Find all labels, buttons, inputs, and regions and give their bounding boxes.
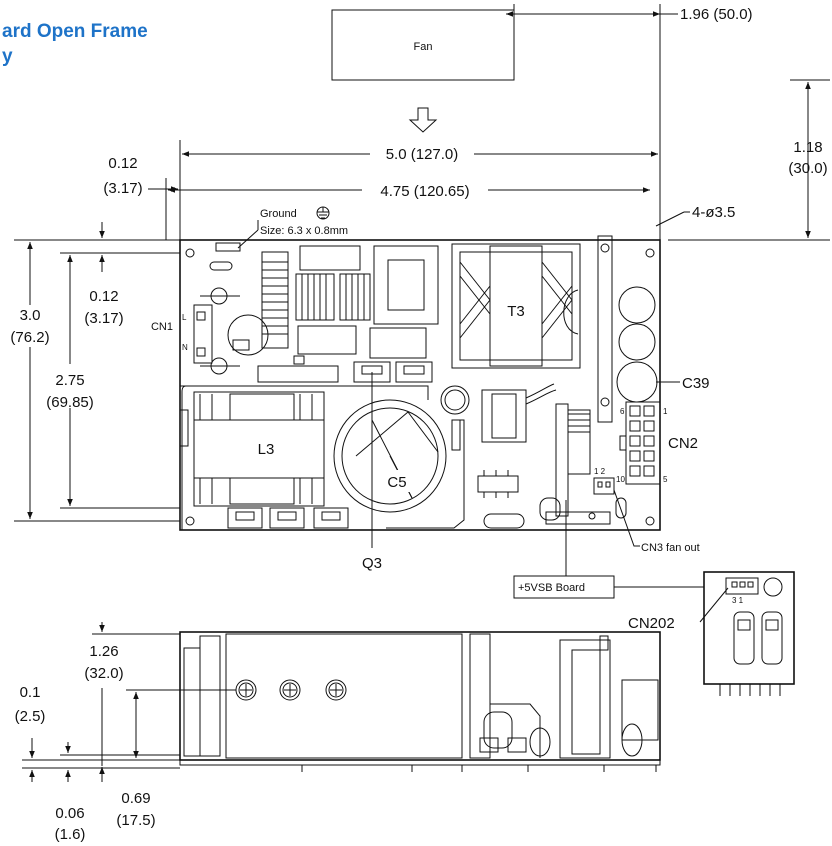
fan-outline: Fan (331, 9, 515, 81)
fan-gap-mm: (30.0) (788, 160, 827, 177)
fan-offset-dimension: 1.96 (50.0) (506, 4, 753, 240)
screw-height-label: 0.69 (121, 790, 150, 807)
screw-height-mm: (17.5) (116, 812, 155, 829)
ground-label: Ground (260, 208, 297, 220)
hole-offset-x-label: 0.12 (108, 155, 137, 172)
standoff-dimension: 0.06 (1.6) (55, 742, 180, 843)
hole-offset-x-dimension: 0.12 (3.17) (103, 155, 178, 197)
mount-holes-label: 4-ø3.5 (692, 204, 735, 221)
width-overall-label: 5.0 (127.0) (386, 146, 459, 163)
l3-label: L3 (258, 441, 275, 458)
vsb-board-detail: 3 1 CN202 (628, 571, 795, 696)
cn2-label: CN2 (668, 435, 698, 452)
cn3-pin-labels: 1 2 (594, 467, 606, 476)
cn2-pin-6: 6 (620, 407, 625, 416)
side-height-mm: (32.0) (84, 665, 123, 682)
pcb-top-view: L N CN1 (151, 235, 710, 572)
screw-icon (325, 679, 347, 701)
cn1-label: CN1 (151, 321, 173, 333)
cn3-label: CN3 fan out (641, 542, 700, 554)
cn2-pin-1: 1 (663, 407, 668, 416)
cn202-label: CN202 (628, 615, 675, 632)
vsb-board-label: +5VSB Board (518, 582, 585, 594)
drawing-title-line1: ard Open Frame (2, 21, 148, 42)
hole-spacing-y-label: 2.75 (55, 372, 84, 389)
height-overall-label: 3.0 (20, 307, 41, 324)
ground-callout: Ground Size: 6.3 x 0.8mm (237, 206, 348, 249)
hole-spacing-y-mm: (69.85) (46, 394, 94, 411)
pcb-thickness-label: 0.1 (20, 684, 41, 701)
screw-icon (235, 679, 257, 701)
hole-offset-x-mm: (3.17) (103, 180, 142, 197)
standoff-mm: (1.6) (55, 826, 86, 843)
ground-size-label: Size: 6.3 x 0.8mm (260, 225, 348, 237)
height-overall-mm: (76.2) (10, 329, 49, 346)
pcb-thickness-mm: (2.5) (15, 708, 46, 725)
fan-label: Fan (414, 41, 433, 53)
cn202-pin-labels: 3 1 (732, 596, 744, 605)
vsb-board-callout: +5VSB Board (513, 500, 704, 599)
standoff-label: 0.06 (55, 805, 84, 822)
ground-symbol-icon (316, 206, 330, 220)
side-view (179, 631, 661, 772)
width-dimension: 5.0 (127.0) (179, 140, 658, 240)
hole-offset-y-label: 0.12 (89, 288, 118, 305)
pcb-thickness-dimension: 0.1 (2.5) (15, 684, 180, 782)
hole-offset-y-dimension: 0.12 (3.17) (84, 222, 124, 327)
q3-label: Q3 (362, 555, 382, 572)
cn1-pin-n: N (182, 343, 188, 352)
screw-height-dimension: 0.69 (17.5) (116, 689, 236, 829)
fan-offset-label: 1.96 (50.0) (680, 6, 753, 23)
fan-gap-label: 1.18 (793, 139, 822, 156)
hole-spacing-y-dimension: 2.75 (69.85) (40, 252, 180, 509)
side-height-label: 1.26 (89, 643, 118, 660)
c39-label: C39 (682, 375, 710, 392)
drawing-title-line2: y (2, 46, 13, 67)
t3-label: T3 (507, 303, 525, 320)
side-height-dimension: 1.26 (32.0) (84, 622, 180, 782)
mount-holes-callout: 4-ø3.5 (655, 204, 735, 227)
cn2-pin-10: 10 (616, 475, 625, 484)
airflow-arrow-icon (408, 107, 438, 133)
c5-label: C5 (387, 474, 406, 491)
fan-gap-dimension: 1.18 (30.0) (668, 79, 830, 241)
hole-spacing-x-dimension: 4.75 (120.65) (165, 178, 650, 240)
screw-icon (279, 679, 301, 701)
hole-spacing-x-label: 4.75 (120.65) (380, 183, 469, 200)
hole-offset-y-mm: (3.17) (84, 310, 123, 327)
height-overall-dimension: 3.0 (76.2) (2, 239, 180, 522)
cn1-pin-l: L (182, 313, 187, 322)
cn2-pin-5: 5 (663, 475, 668, 484)
